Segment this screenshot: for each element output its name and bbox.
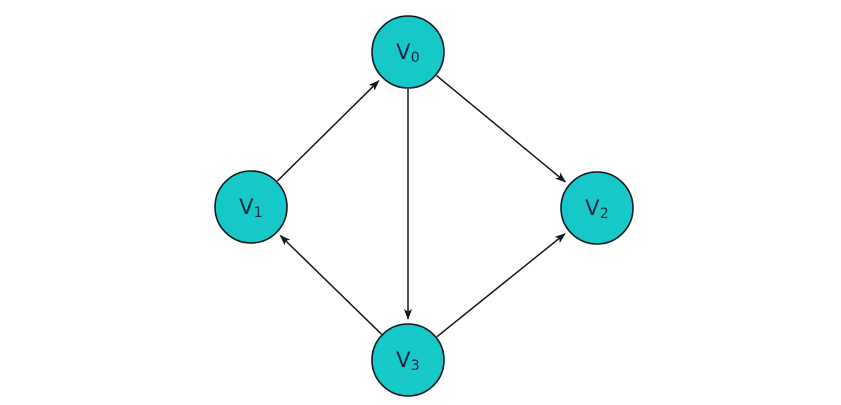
edge-v0-to-v2 <box>436 74 567 183</box>
edge-v1-to-v0 <box>276 80 380 182</box>
node-circle-v2[interactable] <box>560 171 634 245</box>
node-v0[interactable]: V0 <box>371 15 445 89</box>
node-v2[interactable]: V2 <box>560 171 634 245</box>
node-label-v3: V3 <box>396 348 420 374</box>
node-v1[interactable]: V1 <box>214 170 288 244</box>
node-v3[interactable]: V3 <box>371 323 445 397</box>
node-label-v0: V0 <box>396 40 420 66</box>
node-circle-v1[interactable] <box>214 170 288 244</box>
edge-v3-to-v1 <box>279 234 383 335</box>
edges-group <box>276 74 567 338</box>
node-label-v1: V1 <box>239 195 263 221</box>
node-label-v2: V2 <box>585 196 609 222</box>
node-circle-v0[interactable] <box>371 15 445 89</box>
edge-v3-to-v2 <box>436 233 566 338</box>
node-circle-v3[interactable] <box>371 323 445 397</box>
